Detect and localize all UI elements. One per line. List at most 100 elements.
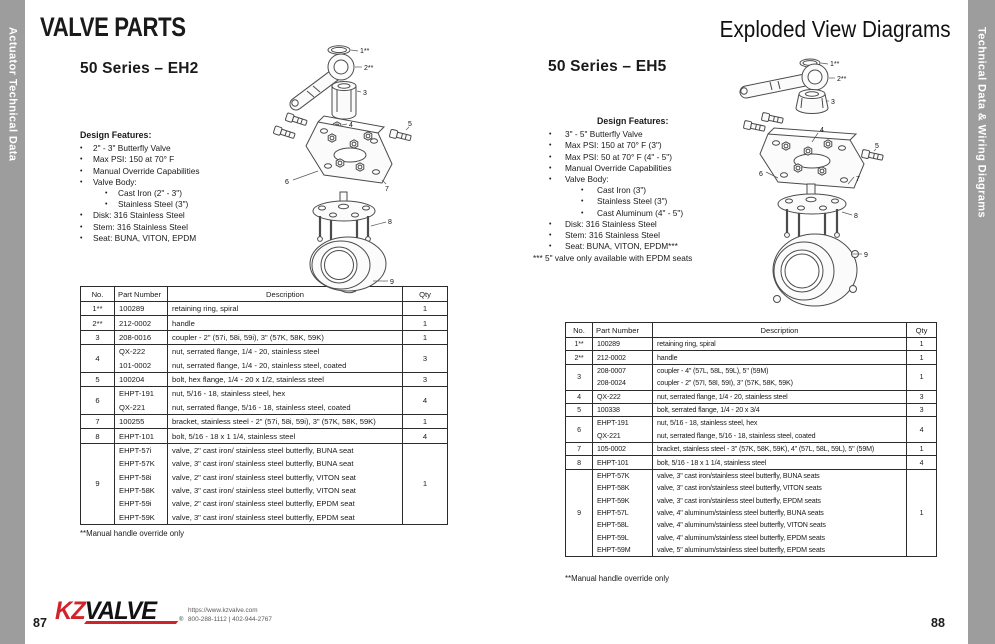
website-url: https://www.kzvalve.com xyxy=(188,607,258,614)
part-no: 5 xyxy=(80,371,115,387)
part-no: 9 xyxy=(80,442,115,525)
design-feature-item: •Cast Iron (2" - 3") xyxy=(105,188,182,199)
svg-text:6: 6 xyxy=(285,179,289,186)
part-number: 100289 xyxy=(114,300,168,316)
design-features-eh5: Design Features: •3" - 5" Butterfly Valv… xyxy=(533,116,780,264)
part-no: 7 xyxy=(80,413,115,429)
right-edge-tab: Technical Data & Wiring Diagrams xyxy=(968,0,995,644)
part-description: valve, 3" cast iron/ stainless steel but… xyxy=(167,510,403,525)
part-description: coupler - 4" (57L, 58L, 59L), 5" (59M) xyxy=(652,363,907,378)
design-feature-item: •Disk: 316 Stainless Steel xyxy=(80,210,185,221)
part-number: EHPT-58K xyxy=(592,482,653,495)
part-qty: 1 xyxy=(906,468,937,557)
part-qty: 1 xyxy=(402,413,448,429)
part-qty: 1 xyxy=(402,315,448,331)
part-no: 2** xyxy=(80,315,115,331)
part-number: QX-222 xyxy=(592,389,653,404)
diagram-callouts: 1** 2** 3 4 5 6 7 8 9 xyxy=(759,61,879,259)
part-number: QX-222 xyxy=(114,344,168,359)
svg-text:4: 4 xyxy=(820,127,824,134)
design-features-heading: Design Features: xyxy=(597,116,669,126)
part-coupler xyxy=(795,89,829,114)
part-number: EHPT-57K xyxy=(114,457,168,471)
svg-text:4: 4 xyxy=(349,122,353,129)
part-description: bracket, stainless steel - 3" (57K, 58K,… xyxy=(652,441,907,456)
part-description: valve, 3" cast iron/stainless steel butt… xyxy=(652,494,907,507)
table-footnote-eh2: **Manual handle override only xyxy=(80,529,185,538)
part-number: EHPT-101 xyxy=(592,455,653,470)
design-feature-item: •Seat: BUNA, VITON, EPDM xyxy=(80,232,197,243)
part-number: 212-0002 xyxy=(592,350,653,365)
page-title-right: Exploded View Diagrams xyxy=(720,16,951,42)
part-number: 100204 xyxy=(114,371,168,387)
part-description: nut, serrated flange, 1/4 - 20, stainles… xyxy=(167,358,403,373)
part-qty: 1 xyxy=(906,363,937,390)
part-no: 4 xyxy=(565,389,593,404)
page-number-right: 88 xyxy=(931,616,945,630)
part-no: 6 xyxy=(565,416,593,443)
part-number: EHPT-58i xyxy=(114,470,168,484)
part-description: handle xyxy=(167,315,403,331)
part-number: EHPT-59K xyxy=(114,510,168,525)
design-feature-item: •Max PSI: 50 at 70° F (4" - 5") xyxy=(549,151,672,162)
part-number: QX-221 xyxy=(592,429,653,443)
part-no: 6 xyxy=(80,386,115,415)
part-description: coupler - 2" (57I, 58I, 59I), 3" (57K, 5… xyxy=(652,377,907,390)
part-valve xyxy=(309,191,387,294)
contact-info: https://www.kzvalve.com 800-288-1112 | 4… xyxy=(188,606,272,624)
table-footnote-eh5: **Manual handle override only xyxy=(565,574,670,583)
svg-text:6: 6 xyxy=(759,171,763,178)
part-number: EHPT-58L xyxy=(592,519,653,532)
design-feature-item: •Cast Aluminum (4" - 5") xyxy=(581,207,684,218)
part-qty: 3 xyxy=(906,389,937,404)
part-handle xyxy=(289,53,355,111)
part-number: 100289 xyxy=(592,336,653,351)
part-description: coupler - 2" (57i, 58i, 59i), 3" (57K, 5… xyxy=(167,329,403,345)
part-number: EHPT-59K xyxy=(592,494,653,507)
part-description: retaining ring, spiral xyxy=(167,300,403,316)
features-note: *** 5" valve only available with EPDM se… xyxy=(533,253,693,264)
part-number: 100338 xyxy=(592,402,653,417)
part-no: 8 xyxy=(80,428,115,444)
design-feature-item: •Seat: BUNA, VITON, EPDM*** xyxy=(549,241,678,252)
design-feature-item: •Valve Body: xyxy=(80,176,137,187)
part-qty: 3 xyxy=(402,371,448,387)
part-number: 101-0002 xyxy=(114,358,168,373)
column-header: Qty xyxy=(402,286,448,302)
part-number: EHPT-57K xyxy=(592,468,653,483)
svg-text:2**: 2** xyxy=(364,65,374,72)
part-number: EHPT-57i xyxy=(114,442,168,458)
part-number: EHPT-59L xyxy=(592,531,653,544)
svg-text:9: 9 xyxy=(390,279,394,286)
part-description: valve, 3" cast iron/stainless steel butt… xyxy=(652,482,907,495)
part-description: nut, serrated flange, 1/4 - 20, stainles… xyxy=(652,389,907,404)
part-no: 5 xyxy=(565,402,593,417)
svg-text:2**: 2** xyxy=(837,76,847,83)
part-no: 3 xyxy=(565,363,593,390)
part-number: 208-0024 xyxy=(592,377,653,390)
part-description: nut, 5/16 - 18, stainless steel, hex xyxy=(652,416,907,430)
series-title-eh5: 50 Series – EH5 xyxy=(548,58,667,75)
svg-text:8: 8 xyxy=(854,213,858,220)
design-feature-item: •Max PSI: 150 at 70° F xyxy=(80,154,175,165)
left-edge-tab: Actuator Technical Data xyxy=(0,0,25,644)
column-header: Qty xyxy=(906,322,937,338)
part-qty: 3 xyxy=(906,402,937,417)
part-bolt xyxy=(860,148,885,163)
column-header: Part Number xyxy=(592,322,653,338)
part-no: 9 xyxy=(565,468,593,557)
